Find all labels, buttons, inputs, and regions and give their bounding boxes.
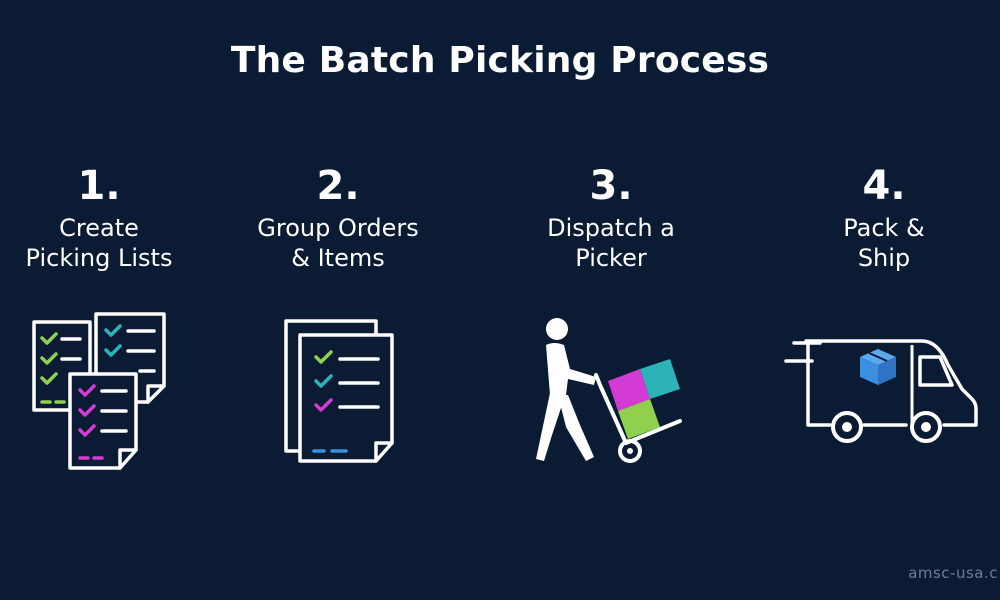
step-label-line2: Picking Lists xyxy=(25,244,173,272)
watermark: amsc-usa.c xyxy=(908,564,998,582)
step-number: 4. xyxy=(862,163,906,209)
grouped-documents-icon xyxy=(284,319,394,463)
step-label-line2: Ship xyxy=(857,244,911,272)
step-1: 1. Create Picking Lists xyxy=(0,163,214,273)
step-label-line2: Picker xyxy=(575,244,647,272)
step-label-line1: Create xyxy=(59,214,139,242)
step-label-line2: & Items xyxy=(291,244,385,272)
step-number: 1. xyxy=(77,163,121,209)
delivery-van-icon xyxy=(784,339,978,443)
step-label-line1: Group Orders xyxy=(257,214,419,242)
step-4: 4. Pack & Ship xyxy=(769,163,999,273)
step-number: 3. xyxy=(589,163,633,209)
step-label-line1: Pack & xyxy=(843,214,925,242)
page-title: The Batch Picking Process xyxy=(230,40,770,81)
step-2: 2. Group Orders & Items xyxy=(223,163,453,273)
picker-hand-truck-icon xyxy=(536,318,682,463)
step-number: 2. xyxy=(316,163,360,209)
step-label-line1: Dispatch a xyxy=(547,214,675,242)
picking-lists-icon xyxy=(32,312,166,470)
step-3: 3. Dispatch a Picker xyxy=(496,163,726,273)
